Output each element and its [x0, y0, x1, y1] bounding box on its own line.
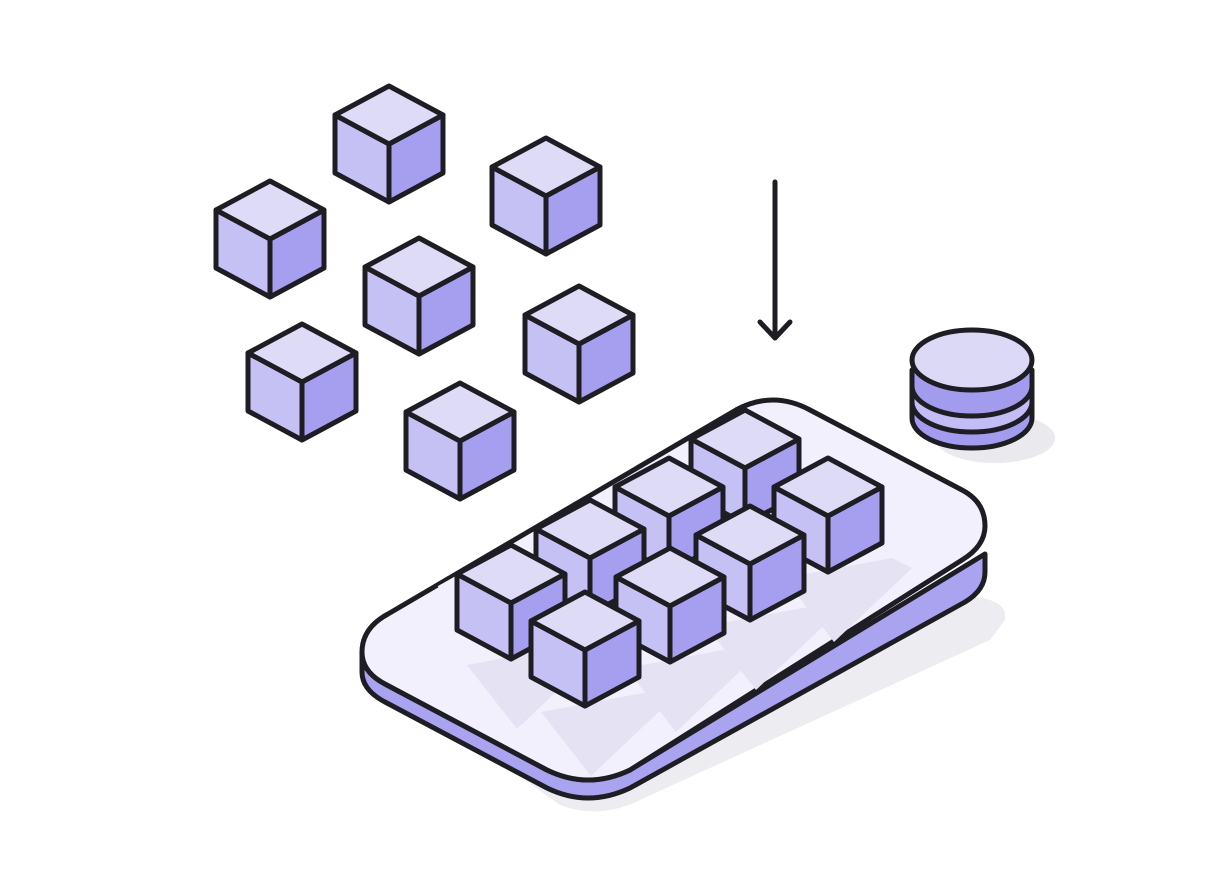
coin-stack-icon [909, 327, 1055, 463]
cube-icon [489, 135, 603, 257]
cube-top-face [771, 455, 885, 519]
cube-top-face [213, 178, 327, 242]
cube-icon [403, 380, 517, 502]
coin-top [909, 327, 1035, 393]
cube-top-face [454, 542, 568, 606]
cube-top-face [362, 235, 476, 299]
cube-shadow [541, 692, 669, 776]
cube-top-face [533, 497, 647, 561]
cube-icon [522, 283, 636, 405]
cube-icon [613, 545, 754, 732]
tray-outline-gap-right [827, 451, 893, 492]
cube-icon [332, 83, 446, 205]
cube-top-face [613, 545, 727, 609]
cube-icon [213, 178, 327, 300]
cube-top-face [612, 455, 726, 519]
tray-blocks [454, 407, 912, 776]
cube-shadow [706, 606, 834, 690]
cube-top-face [522, 283, 636, 347]
cube-icon [245, 321, 359, 443]
cube-top-face [489, 135, 603, 199]
cube-icon [362, 235, 476, 357]
cube-shadow [784, 558, 912, 642]
cube-icon [693, 503, 834, 690]
cube-top-face [332, 83, 446, 147]
cube-shadow [626, 648, 754, 732]
arrow-down-icon [757, 179, 793, 341]
cube-top-face [688, 407, 802, 471]
cube-top-face [528, 589, 642, 653]
cube-icon [528, 589, 669, 776]
cube-icon [771, 455, 912, 642]
cube-top-face [403, 380, 517, 444]
cube-top-face [245, 321, 359, 385]
loose-blocks [213, 83, 636, 502]
cube-top-face [693, 503, 807, 567]
